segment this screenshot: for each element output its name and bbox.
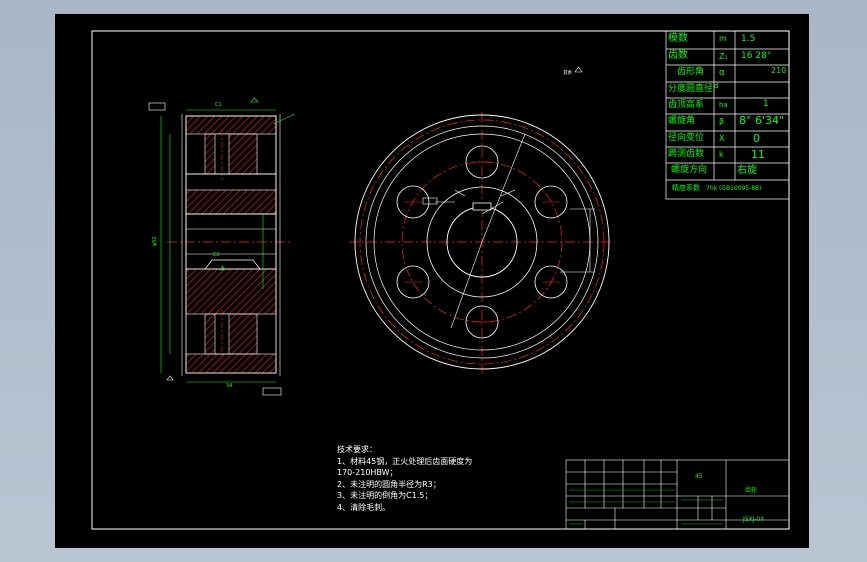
param-sym-addendum: ha <box>719 101 728 109</box>
param-sym-pitch-diameter: d <box>714 82 719 90</box>
param-name-pitch-diameter: 分度圆直径 <box>668 84 714 94</box>
param-val-profile-shift: 0 <box>753 132 760 145</box>
notes-line-2: 170-210HBW； <box>337 468 398 478</box>
param-val-module: 1.5 <box>741 34 756 44</box>
param-val-pressure-angle: 210 <box>771 66 787 75</box>
param-val-span-teeth: 11 <box>751 148 765 161</box>
notes-title: 技术要求： <box>337 445 377 454</box>
param-name-precision: 精度系数 <box>672 184 700 192</box>
param-val-precision: 7hk (GB10095-88) <box>706 185 762 192</box>
svg-text:C1: C1 <box>215 102 222 108</box>
drawing-border <box>91 30 790 530</box>
svg-text:φ52: φ52 <box>152 236 158 246</box>
notes-line-4: 3、未注明的倒角为C1.5； <box>337 491 433 501</box>
param-val-addendum: 1 <box>763 99 769 109</box>
param-name-span-teeth: 跨测齿数 <box>668 149 705 159</box>
param-name-helix-angle: 螺旋角 <box>668 116 696 126</box>
title-block-grid <box>565 459 790 530</box>
svg-text:C2: C2 <box>213 252 220 258</box>
title-block-marks <box>569 489 723 525</box>
param-sym-module: m <box>719 34 727 43</box>
parameter-table-grid <box>665 30 790 200</box>
param-val-helix-direction: 右旋 <box>737 165 757 176</box>
param-name-module: 模数 <box>668 33 688 44</box>
param-sym-teeth: Z₁ <box>719 52 728 61</box>
section-view: C1 C2 φ52 34 <box>148 97 296 396</box>
drawing-viewport[interactable]: C1 C2 φ52 34 <box>55 14 809 548</box>
param-name-teeth: 齿数 <box>668 50 688 61</box>
technical-notes: 技术要求： 1、材料45钢，正火处理后齿面硬度为 170-210HBW； 2、未… <box>337 444 472 514</box>
param-name-helix-direction: 螺旋方向 <box>671 165 708 175</box>
notes-line-3: 2、未注明的圆角半径为R3； <box>337 479 441 489</box>
param-sym-helix-angle: β <box>719 117 725 126</box>
svg-text:其余: 其余 <box>563 69 572 76</box>
cad-drawing: C1 C2 φ52 34 <box>91 30 790 530</box>
front-view: 其余 <box>349 66 615 376</box>
notes-line-5: 4、清除毛刺。 <box>337 502 391 512</box>
param-sym-pressure-angle: α <box>719 68 725 78</box>
param-name-addendum: 齿顶高系 <box>668 100 705 110</box>
param-sym-profile-shift: X <box>719 134 725 143</box>
param-name-pressure-angle: 齿形角 <box>677 67 705 77</box>
title-block-material: 45 <box>695 473 703 480</box>
param-name-profile-shift: 径向变位 <box>668 133 705 143</box>
param-val-helix-angle: 8° 6'34" <box>739 114 785 127</box>
param-sym-span-teeth: k <box>719 150 724 159</box>
title-block-drawing-no: JSXJ-04 <box>743 516 765 523</box>
svg-text:34: 34 <box>226 383 232 389</box>
notes-line-1: 1、材料45钢，正火处理后齿面硬度为 <box>337 456 473 466</box>
title-block-part-name: 齿轮 <box>745 487 758 494</box>
param-val-teeth: 16 28° <box>741 51 772 61</box>
